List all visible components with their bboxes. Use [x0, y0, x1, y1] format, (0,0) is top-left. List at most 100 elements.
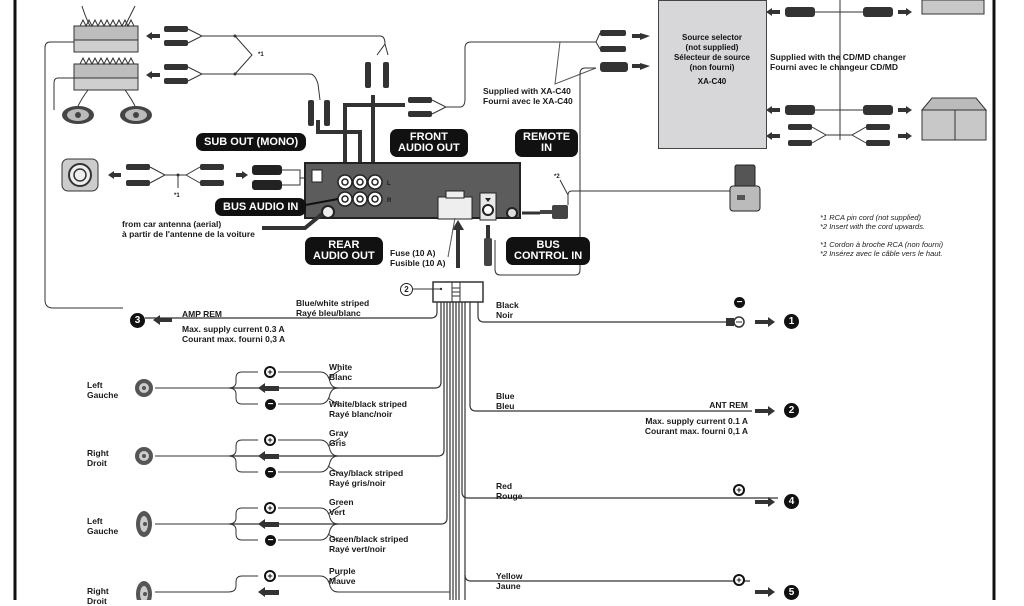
wire-color-fr: Rayé vert/noir	[329, 544, 386, 554]
supplied-xa-c40-en: Supplied with XA-C40	[483, 86, 571, 96]
speaker-minus-wire: Gray/black striped Rayé gris/noir	[329, 468, 403, 488]
sub-out-badge: SUB OUT (MONO)	[196, 133, 307, 151]
wire-color-en: Green	[329, 497, 354, 507]
wire-color-en: Purple	[329, 566, 356, 576]
speaker-minus-wire: White/black striped Rayé blanc/noir	[329, 399, 407, 419]
wire-color-fr: Blanc	[329, 372, 353, 382]
bus-control-in-line2: CONTROL IN	[514, 250, 583, 262]
wiring-harness-connector	[432, 281, 484, 303]
speaker-plus-wire: Green Vert	[329, 497, 354, 517]
rear-audio-out-line1: REAR	[328, 239, 360, 251]
ant-rem-label: ANT REM	[709, 400, 748, 410]
amp-rem-current-en: Max. supply current 0.3 A	[182, 324, 285, 334]
plus-icon: +	[733, 484, 745, 496]
speaker-plus-wire: Purple Mauve	[329, 566, 355, 586]
wire-color-en: White/black striped	[329, 399, 407, 409]
ref-circle-2: 2	[784, 403, 799, 418]
plus-icon: +	[264, 502, 276, 514]
amp-rem-color-fr: Rayé bleu/blanc	[296, 308, 361, 318]
remote-plug-icon	[540, 205, 568, 219]
speaker-side-label: Left Gauche	[87, 516, 118, 536]
wire-color-en: Gray/black striped	[329, 468, 404, 478]
amp-rem-current: Max. supply current 0.3 A Courant max. f…	[182, 324, 285, 344]
yellow-wire-label: Yellow Jaune	[496, 571, 522, 591]
ant-rem-current: Max. supply current 0.1 A Courant max. f…	[620, 416, 748, 436]
source-selector-model: XA-C40	[697, 77, 727, 86]
ref-circle-3: 3	[130, 313, 145, 328]
rear-audio-out-badge: REAR AUDIO OUT	[305, 237, 383, 265]
speaker-side-en: Right	[87, 448, 109, 458]
speaker-side-fr: Gauche	[87, 390, 119, 400]
front-audio-out-line1: FRONT	[409, 131, 448, 143]
footnotes-fr: *1 Cordon à broche RCA (non fourni) *2 I…	[820, 240, 943, 258]
footnote-fr-2: Insérez avec le câble vers le haut.	[829, 249, 943, 258]
ant-rem-color-en: Blue	[496, 391, 515, 401]
amp-rem-current-fr: Courant max. fourni 0,3 A	[182, 334, 286, 344]
supplied-cdmd-fr: Fourni avec le changeur CD/MD	[770, 62, 898, 72]
bus-control-in-line1: BUS	[536, 239, 560, 251]
oval-speaker-icon	[62, 106, 94, 124]
supplied-xa-c40-label: Supplied with XA-C40 Fourni avec le XA-C…	[483, 86, 573, 106]
footnote-en-2: Insert with the cord upwards.	[829, 222, 926, 231]
amplifier-icon	[73, 56, 139, 91]
ref-circle-5: 5	[784, 585, 799, 600]
yellow-color-en: Yellow	[496, 571, 523, 581]
speaker-side-en: Right	[87, 586, 109, 596]
round-speaker-icon	[135, 379, 153, 397]
ref-circle-4: 4	[784, 494, 799, 509]
footnote-mark-1b: *1	[174, 193, 180, 199]
rotary-commander-icon	[729, 164, 761, 212]
source-selector-line4: (non fourni)	[689, 63, 735, 72]
red-wire-label: Red Rouge	[496, 481, 522, 501]
minus-icon: −	[734, 297, 745, 308]
speaker-plus-wire: Gray Gris	[329, 428, 348, 448]
wire-color-fr: Gris	[329, 438, 347, 448]
oval-speaker-icon	[136, 511, 152, 537]
rca-plug-icon	[164, 26, 188, 84]
fuse-fr: Fusible (10 A)	[390, 258, 446, 268]
speaker-side-fr: Gauche	[87, 526, 119, 536]
speaker-arrow-icons	[258, 383, 279, 597]
ground-terminal-icon	[726, 316, 745, 328]
antenna-fr: à partir de l'antenne de la voiture	[122, 229, 255, 239]
source-selector-label: Source selector (not supplied) Sélecteur…	[660, 33, 764, 87]
rca-plug-vertical-icon	[308, 62, 389, 126]
supplied-cdmd-en: Supplied with the CD/MD changer	[770, 52, 907, 62]
source-selector-line2: (not supplied)	[685, 43, 739, 52]
ant-rem-wire-label: Blue Bleu	[496, 391, 514, 411]
wire-color-fr: Vert	[329, 507, 346, 517]
footnote-mark-2: *2	[554, 174, 560, 180]
connector-ref-2: 2	[400, 283, 413, 296]
remote-in-line1: REMOTE	[523, 131, 571, 143]
ground-color-en: Black	[496, 300, 519, 310]
remote-in-line2: IN	[541, 142, 553, 154]
output-arrow-icons	[755, 317, 775, 597]
speaker-side-en: Left	[87, 380, 103, 390]
speaker-minus-wire: Green/black striped Rayé vert/noir	[329, 534, 408, 554]
plus-icon: +	[264, 366, 276, 378]
speaker-side-label: Right Droit	[87, 586, 109, 606]
wire-color-en: White	[329, 362, 353, 372]
speaker-side-fr: Droit	[87, 596, 107, 606]
footnote-mark-1a: *1	[258, 52, 264, 58]
speaker-side-label: Left Gauche	[87, 380, 118, 400]
sub-out-plug-icon	[252, 165, 282, 190]
amp-rem-color-en: Blue/white striped	[296, 298, 370, 308]
wire-color-en: Gray	[329, 428, 349, 438]
supplied-cdmd-label: Supplied with the CD/MD changer Fourni a…	[770, 52, 906, 72]
ant-rem-current-fr: Courant max. fourni 0,1 A	[644, 426, 748, 436]
speaker-plus-wire: White Blanc	[329, 362, 352, 382]
round-speaker-icon	[135, 447, 153, 465]
plus-icon: +	[264, 434, 276, 446]
ant-rem-color-fr: Bleu	[496, 401, 515, 411]
supplied-xa-c40-fr: Fourni avec le XA-C40	[483, 96, 573, 106]
footnotes-en: *1 RCA pin cord (not supplied) *2 Insert…	[820, 213, 925, 231]
red-color-fr: Rouge	[496, 491, 523, 501]
source-selector-box	[658, 0, 767, 149]
cd-changer-icon	[920, 0, 988, 141]
ref-circle-1: 1	[784, 314, 799, 329]
subwoofer-icon	[61, 158, 99, 192]
wire-color-fr: Rayé gris/noir	[329, 478, 386, 488]
fn-mark: *1	[820, 213, 828, 222]
